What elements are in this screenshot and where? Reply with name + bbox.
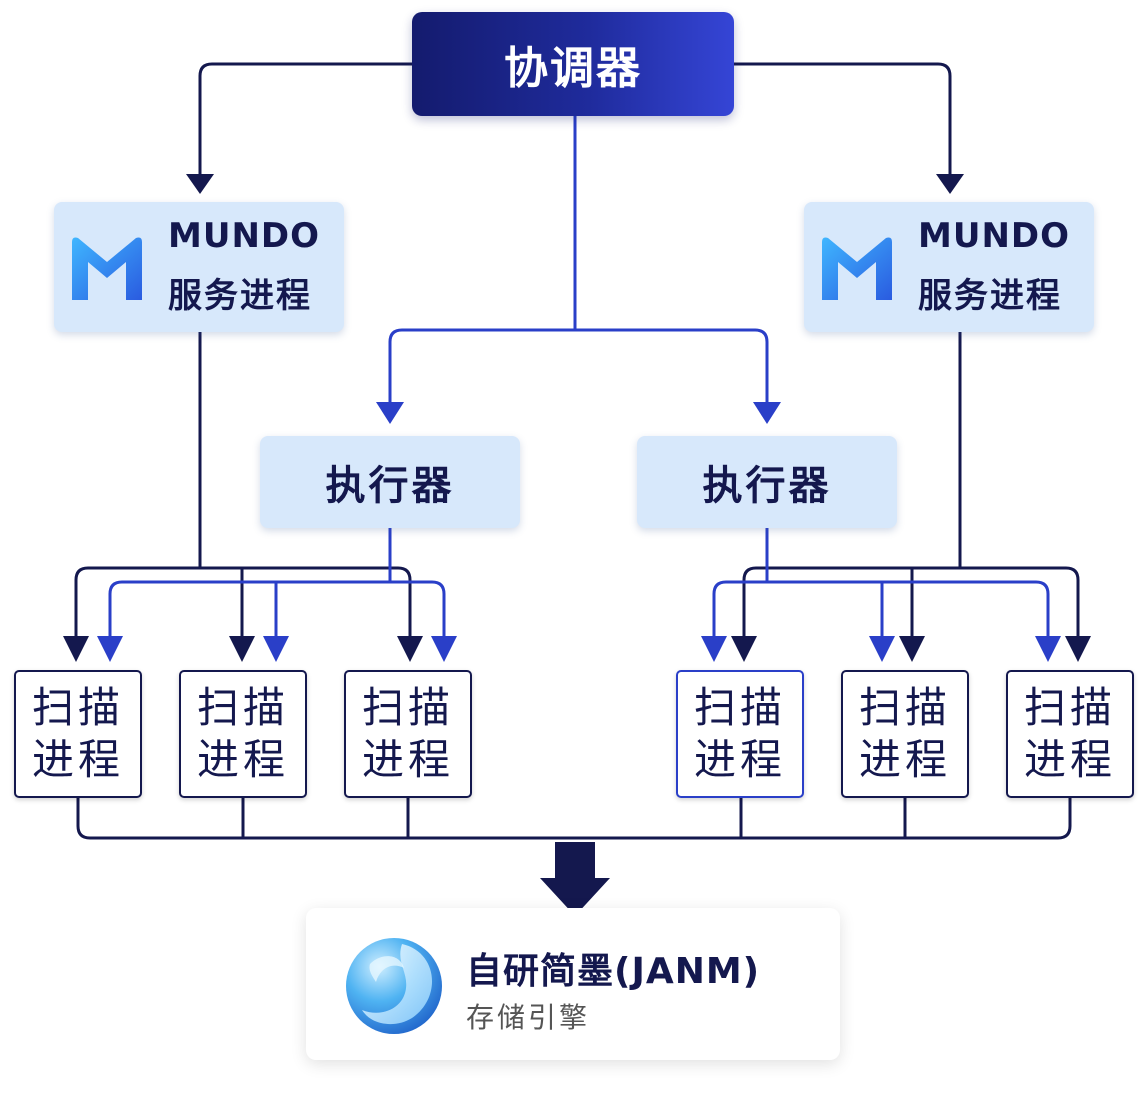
scan-process-label-line2: 进程 (196, 735, 289, 784)
scan-process-label-line1: 扫描 (196, 683, 289, 732)
scan-process-3: 扫描 进程 (344, 670, 472, 798)
scan-process-4: 扫描 进程 (676, 670, 804, 798)
scan-process-6: 扫描 进程 (1006, 670, 1134, 798)
scan-process-5: 扫描 进程 (841, 670, 969, 798)
executor-right: 执行器 (637, 436, 897, 528)
mundo-m-logo-icon (822, 237, 892, 300)
mundo-subtitle: 服务进程 (918, 276, 1062, 316)
executor-label: 执行器 (325, 463, 455, 509)
scan-process-label-line2: 进程 (858, 735, 951, 784)
coordinator-label: 协调器 (504, 43, 642, 94)
mundo-title: MUNDO (168, 216, 321, 256)
executor-left: 执行器 (260, 436, 520, 528)
mundo-subtitle: 服务进程 (168, 276, 312, 316)
scan-process-1: 扫描 进程 (14, 670, 142, 798)
scan-process-label-line2: 进程 (1023, 735, 1116, 784)
storage-engine-card: 自研简墨(JANM) 存储引擎 (306, 908, 840, 1060)
storage-engine-title: 自研简墨(JANM) (466, 951, 761, 992)
scan-process-label-line1: 扫描 (693, 683, 786, 732)
storage-engine-subtitle: 存储引擎 (466, 1001, 591, 1034)
executor-label: 执行器 (702, 463, 832, 509)
coordinator-node: 协调器 (412, 12, 734, 116)
mundo-title: MUNDO (918, 216, 1071, 256)
janm-swirl-logo-icon (346, 938, 442, 1034)
mundo-service-left: MUNDO 服务进程 (54, 202, 344, 332)
scan-process-label-line1: 扫描 (858, 683, 951, 732)
scan-process-label-line1: 扫描 (361, 683, 454, 732)
mundo-m-logo-icon (72, 237, 142, 300)
mundo-service-right: MUNDO 服务进程 (804, 202, 1094, 332)
scan-process-label-line1: 扫描 (31, 683, 124, 732)
scan-process-label-line1: 扫描 (1023, 683, 1116, 732)
scan-process-2: 扫描 进程 (179, 670, 307, 798)
scan-process-label-line2: 进程 (693, 735, 786, 784)
scan-process-label-line2: 进程 (31, 735, 124, 784)
scan-process-label-line2: 进程 (361, 735, 454, 784)
